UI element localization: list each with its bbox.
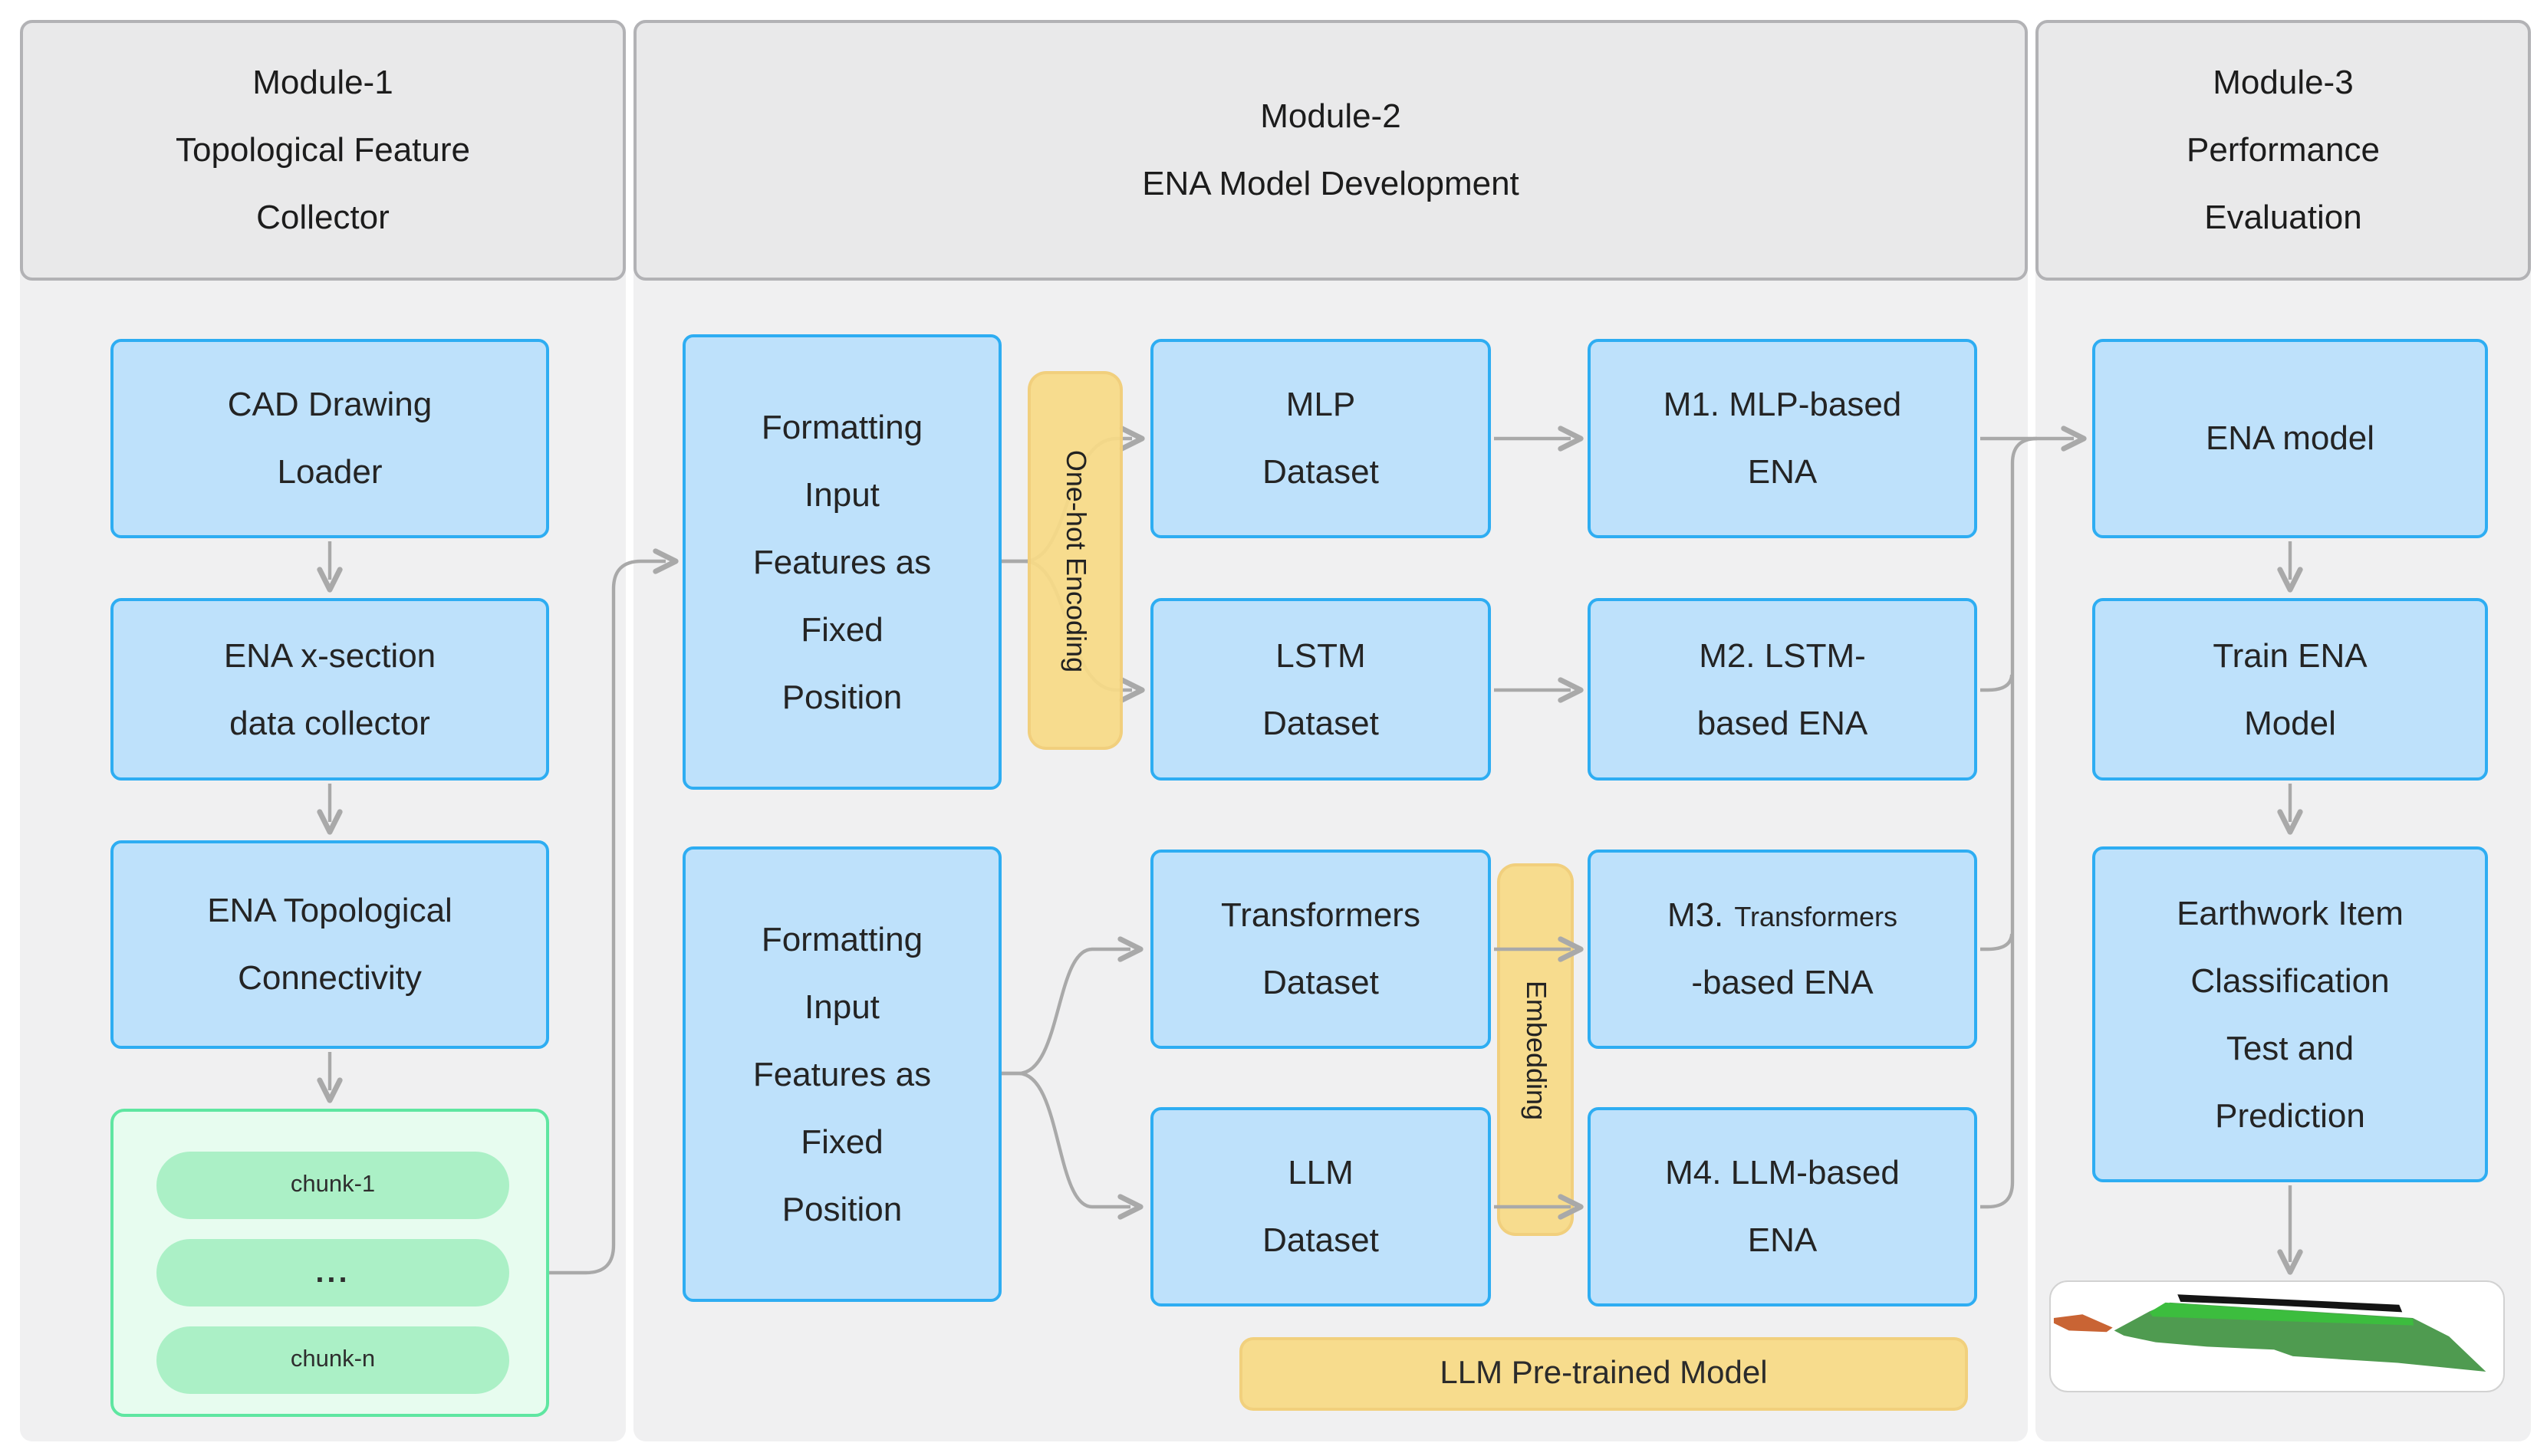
connector-m3-join — [1980, 933, 2014, 951]
earthwork-cross-section-illustration — [2053, 1294, 2486, 1372]
m3-name: Transformers — [1734, 902, 1898, 932]
m3-line2: -based ENA — [1691, 963, 1874, 1001]
m4-llm-ena-box: M4. LLM-based ENA — [1588, 1107, 1977, 1306]
terrain-orange-layer — [2053, 1314, 2113, 1333]
earthwork-classification-box: Earthwork Item Classification Test and P… — [2092, 846, 2488, 1182]
module2-header: Module-2 ENA Model Development — [633, 20, 2028, 281]
llm-dataset-box: LLM Dataset — [1150, 1107, 1491, 1306]
connector-m4-trunk — [1980, 436, 2038, 1209]
connector-formatting2-to-transformers — [1002, 936, 1144, 1076]
connector-chunks-to-formatting1 — [549, 548, 679, 1275]
m2-lstm-ena-box: M2. LSTM- based ENA — [1588, 598, 1977, 781]
m3-transformers-ena-box: M3. Transformers -based ENA — [1588, 850, 1977, 1049]
chunk-ellipsis-pill: ... — [156, 1239, 509, 1306]
connector-m2-join — [1980, 674, 2014, 692]
cad-drawing-loader-box: CAD Drawing Loader — [110, 339, 549, 538]
chunk-n-pill: chunk-n — [156, 1326, 509, 1394]
llm-pretrained-model-box: LLM Pre-trained Model — [1239, 1337, 1968, 1411]
m3-prefix: M3. — [1667, 896, 1724, 934]
connector-formatting2-to-llm — [1002, 1071, 1144, 1220]
chunk-container: chunk-1 ... chunk-n — [110, 1109, 549, 1417]
ena-model-box: ENA model — [2092, 339, 2488, 538]
earthwork-result-card — [2049, 1280, 2505, 1392]
mlp-dataset-box: MLP Dataset — [1150, 339, 1491, 538]
train-ena-model-box: Train ENA Model — [2092, 598, 2488, 781]
m3-line1: M3. Transformers — [1667, 882, 1897, 949]
terrain-black-streak — [2177, 1294, 2403, 1313]
ena-topological-connectivity-box: ENA Topological Connectivity — [110, 840, 549, 1049]
embedding-tag: Embedding — [1497, 863, 1574, 1236]
lstm-dataset-box: LSTM Dataset — [1150, 598, 1491, 781]
onehot-encoding-tag: One-hot Encoding — [1028, 371, 1123, 750]
m1-mlp-ena-box: M1. MLP-based ENA — [1588, 339, 1977, 538]
formatting-input-box-2: Formatting Input Features as Fixed Posit… — [683, 846, 1002, 1302]
terrain-bright-green-band — [2149, 1302, 2414, 1326]
formatting-input-box-1: Formatting Input Features as Fixed Posit… — [683, 334, 1002, 790]
transformers-dataset-box: Transformers Dataset — [1150, 850, 1491, 1049]
chunk-1-pill: chunk-1 — [156, 1152, 509, 1219]
module1-header: Module-1 Topological Feature Collector — [20, 20, 626, 281]
module3-header: Module-3 Performance Evaluation — [2035, 20, 2531, 281]
ena-xsection-collector-box: ENA x-section data collector — [110, 598, 549, 781]
